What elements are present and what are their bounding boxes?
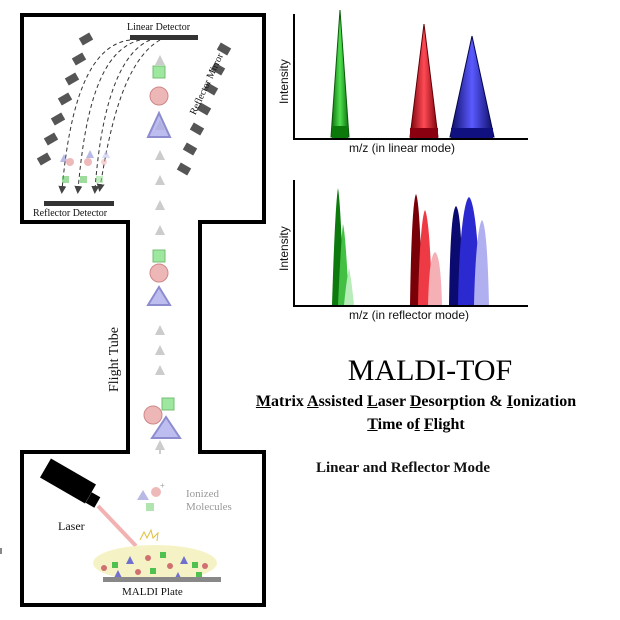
acronym-word-rest: o xyxy=(406,416,415,433)
linear-peak-blue xyxy=(449,35,495,138)
left-mirror-segments xyxy=(36,32,94,166)
matrix-sample-spot xyxy=(93,545,217,581)
ions-middle xyxy=(146,249,172,306)
linear-peak-green xyxy=(330,9,350,138)
acronym-initial: M xyxy=(255,393,272,410)
edge-mark xyxy=(0,548,2,554)
linear-detector xyxy=(130,35,198,40)
acronym-word-rest: aser xyxy=(377,393,410,410)
acronym-word-rest: onization xyxy=(512,393,577,410)
reflector-detector xyxy=(44,201,114,206)
acronym-word-rest: ime xyxy=(377,416,407,433)
laser-label: Laser xyxy=(58,519,85,533)
reflector-peak-red-2 xyxy=(418,210,432,305)
reflector-spectrum-axes xyxy=(293,180,528,307)
laser-beam xyxy=(96,504,138,548)
ions-top xyxy=(146,65,172,138)
ionized-molecules-icons: + xyxy=(137,481,165,511)
acronym-initial: f xyxy=(414,416,420,433)
acronym-line-1: Matrix Assisted Laser Desorption & Ioniz… xyxy=(236,393,596,411)
reflector-xaxis-label: m/z (in reflector mode) xyxy=(349,308,470,322)
reflector-peak-green-2 xyxy=(338,224,349,305)
maldi-plate-label: MALDI Plate xyxy=(122,586,183,598)
linear-peak-red xyxy=(409,23,439,138)
linear-intensity-label: Intensity xyxy=(277,59,291,104)
acronym-word-rest: atrix xyxy=(271,393,308,410)
maldi-plate xyxy=(103,577,221,582)
reflector-intensity-label: Intensity xyxy=(277,226,291,271)
linear-xaxis-label: m/z (in linear mode) xyxy=(349,141,456,155)
reflector-spectrum-peaks xyxy=(332,188,489,305)
linear-spectrum-peaks xyxy=(330,9,495,138)
reflector-mirror-segments xyxy=(176,42,232,176)
acronym-word-rest: esorption & xyxy=(421,393,507,410)
reflector-peak-green-3 xyxy=(344,268,354,305)
acronym-word-rest: ssisted xyxy=(318,393,368,410)
reflector-peak-red-3 xyxy=(428,252,442,305)
flight-tube-label: Flight Tube xyxy=(107,327,122,392)
reflected-trajectories xyxy=(58,39,161,194)
acronym-initial: D xyxy=(409,393,422,410)
laser-icon xyxy=(39,458,101,508)
ablation-flash xyxy=(139,528,159,542)
linear-detector-label: Linear Detector xyxy=(127,22,191,33)
reflector-peak-blue-2 xyxy=(458,197,480,305)
acronym-initial: A xyxy=(307,393,319,410)
mode-caption: Linear and Reflector Mode xyxy=(316,460,491,476)
acronym-initial: I xyxy=(506,393,513,410)
acronym-initial: L xyxy=(367,393,378,410)
acronym-initial: T xyxy=(367,416,378,433)
page-title: MALDI-TOF xyxy=(347,354,513,387)
reflector-peak-blue-3 xyxy=(474,220,489,305)
acronym-line-2: Time of Flight xyxy=(236,416,596,434)
acronym-word-rest: light xyxy=(433,416,465,433)
reflected-ions xyxy=(60,150,110,183)
flight-path-arrows xyxy=(155,55,165,454)
ions-lower xyxy=(143,397,182,439)
svg-text:+: + xyxy=(160,481,165,490)
linear-spectrum-axes xyxy=(293,14,528,140)
ionized-molecules-label-2: Molecules xyxy=(186,501,232,513)
instrument-outline xyxy=(20,13,266,607)
acronym-initial: F xyxy=(423,416,434,433)
ionized-molecules-label-1: Ionized xyxy=(186,488,219,500)
reflector-detector-label: Reflector Detector xyxy=(33,208,108,219)
